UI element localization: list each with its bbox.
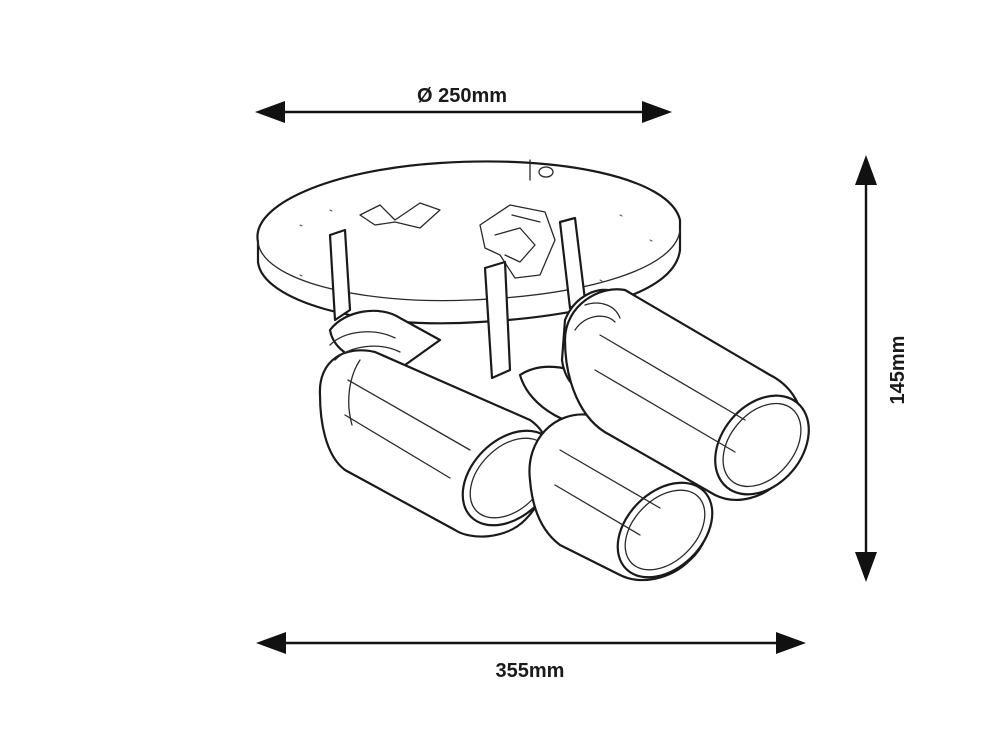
spotlight-right: [560, 288, 810, 501]
mounting-bracket: [359, 202, 556, 279]
height-dimension: 145mm: [855, 155, 909, 582]
arrowhead-bottom-icon: [855, 552, 877, 582]
width-dimension: 355mm: [256, 632, 806, 682]
width-label: 355mm: [496, 660, 565, 682]
height-label: 145mm: [887, 336, 909, 405]
diameter-dimension: Ø 250mm: [255, 85, 672, 123]
ceiling-lamp-illustration: [256, 159, 810, 582]
arrowhead-right-icon: [776, 632, 806, 654]
arrowhead-top-icon: [855, 155, 877, 185]
lamp-arms: [328, 216, 587, 380]
arrowhead-left-icon: [255, 101, 285, 123]
arrowhead-left-icon: [256, 632, 286, 654]
diameter-label: Ø 250mm: [417, 85, 507, 107]
arrowhead-right-icon: [642, 101, 672, 123]
